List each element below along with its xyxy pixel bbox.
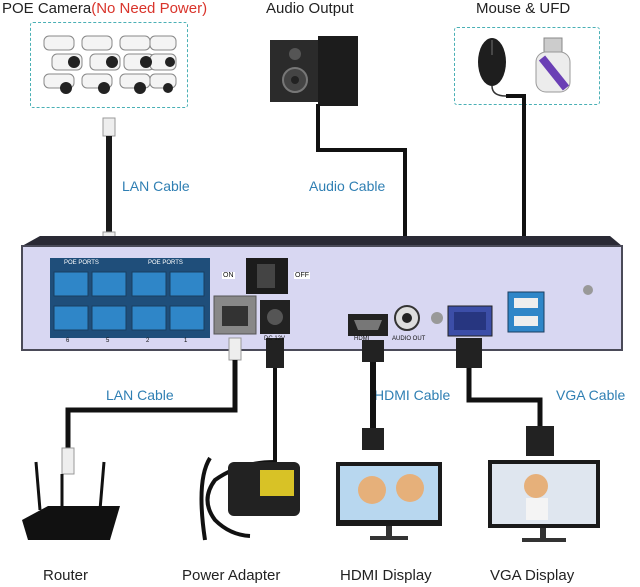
vga-display-icon (488, 460, 600, 542)
poe-ports-label-right: POE PORTS (148, 260, 183, 266)
port-num-1: 1 (184, 338, 188, 344)
lan-port (213, 295, 257, 335)
port-num-5: 5 (106, 338, 110, 344)
poe-camera-label: POE Camera(No Need Power) (2, 0, 207, 17)
dc-label: DC 12V (264, 336, 286, 342)
audio-out-label: AUDIO OUT (392, 336, 426, 342)
router-icon (22, 461, 120, 540)
audio-output-label: Audio Output (266, 0, 354, 17)
lan-cable-top-label: LAN Cable (122, 178, 190, 194)
speaker-icon (270, 36, 358, 106)
poe-ports-label-left: POE PORTS (64, 260, 99, 266)
hdmi-port-label: HDMI (354, 336, 370, 342)
hdmi-display-icon (336, 462, 442, 540)
lan-cable-bottom-label: LAN Cable (106, 387, 174, 403)
vga-cable (456, 338, 554, 456)
screw-icon (583, 285, 593, 295)
power-adapter-label: Power Adapter (182, 567, 281, 584)
mouse-ufd-label: Mouse & UFD (476, 0, 571, 17)
poe-cameras-icon (43, 35, 177, 94)
mouse-icon (478, 38, 507, 97)
dc-jack (260, 300, 290, 334)
usb-flash-drive-icon (535, 37, 571, 93)
port-num-2: 2 (146, 338, 150, 344)
port-num-6: 6 (66, 338, 70, 344)
hdmi-cable (362, 340, 384, 450)
vga-port (447, 305, 493, 337)
power-switch (246, 258, 288, 294)
hdmi-cable-label: HDMI Cable (374, 387, 451, 403)
audio-cable-label: Audio Cable (309, 178, 386, 194)
lan-cable-bottom (61, 337, 242, 475)
power-adapter-icon (199, 456, 300, 541)
poe-port-block (50, 258, 210, 338)
hdmi-display-label: HDMI Display (340, 567, 432, 584)
poe-camera-note: (No Need Power) (91, 0, 208, 17)
vga-display-label: VGA Display (490, 567, 575, 584)
power-off-label: OFF (294, 272, 310, 279)
hdmi-port (348, 314, 388, 336)
usb-ports (507, 291, 545, 333)
poe-camera-title: POE Camera (2, 0, 92, 17)
power-cable (266, 338, 284, 462)
vga-cable-label: VGA Cable (556, 387, 626, 403)
power-on-label: ON (222, 272, 235, 279)
audio-jack (394, 305, 443, 331)
router-label: Router (43, 567, 89, 584)
